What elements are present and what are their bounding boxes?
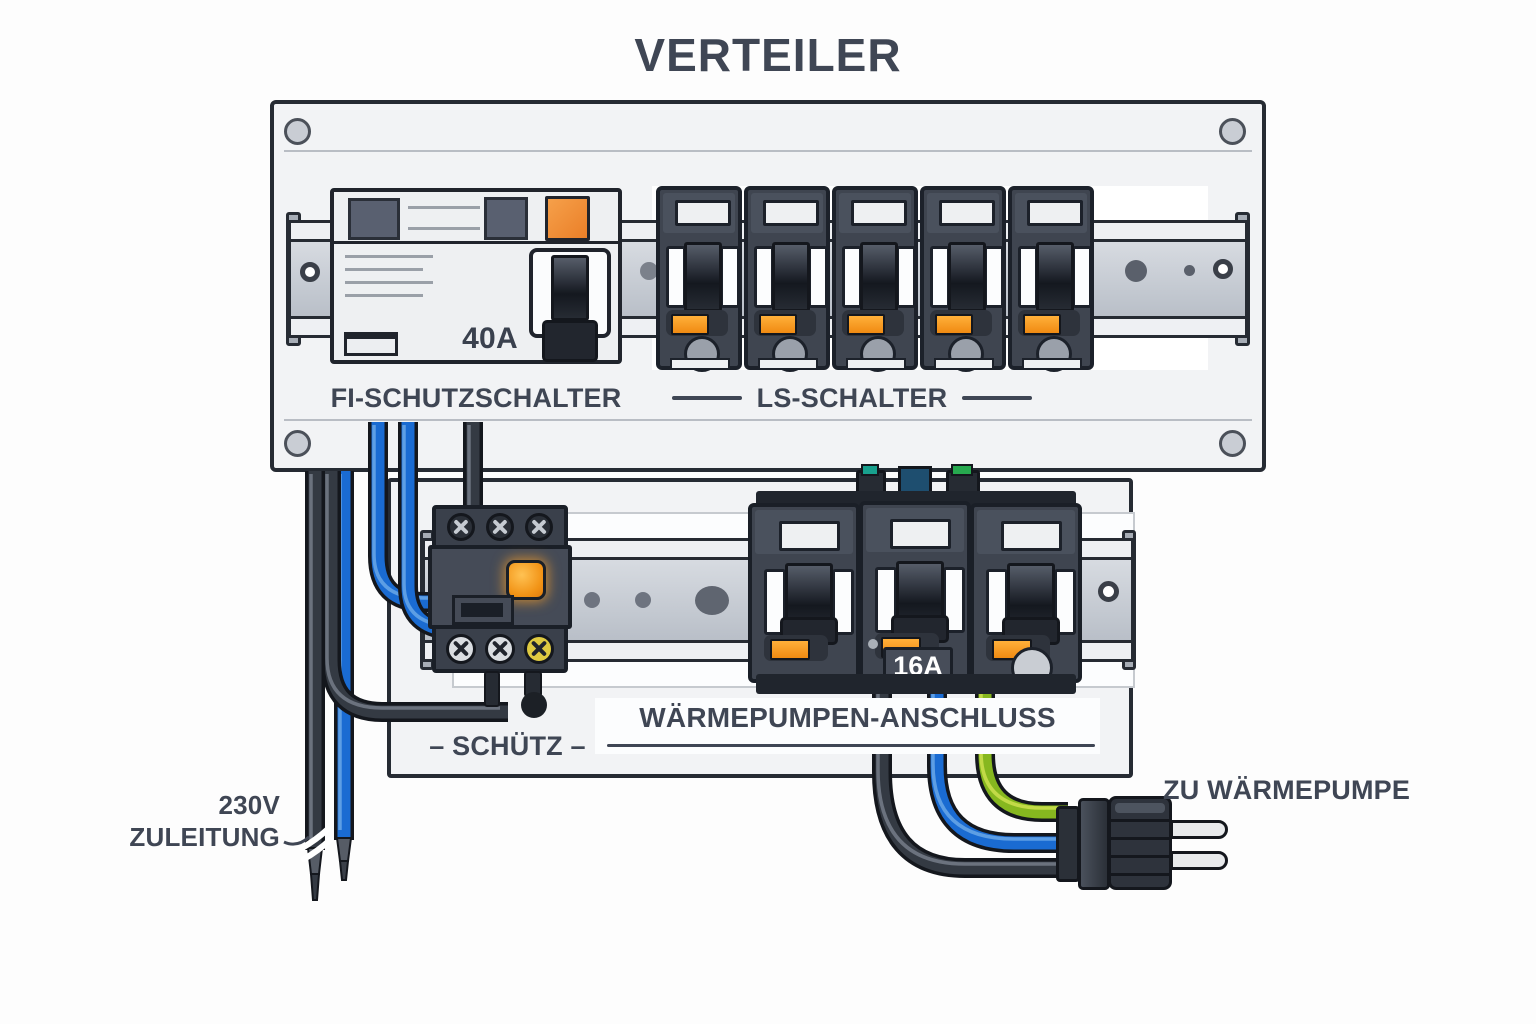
wp-block-bottom-bar xyxy=(756,674,1076,694)
wire-black-supply xyxy=(305,471,325,901)
breaker-toggle xyxy=(684,242,722,312)
terminal-screw-icon xyxy=(485,634,515,664)
fi-window xyxy=(484,197,528,240)
breaker-toggle xyxy=(1036,242,1074,312)
plug-prong xyxy=(1170,851,1228,870)
to-heat-pump-label: ZU WÄRMEPUMPE xyxy=(1163,775,1411,805)
rail-hole xyxy=(635,592,651,608)
schuetz-slot-inner xyxy=(461,603,503,617)
wp-module-1 xyxy=(748,503,860,683)
fi-test-button xyxy=(545,196,590,241)
fi-window xyxy=(348,198,400,240)
breaker-toggle xyxy=(948,242,986,312)
status-dot xyxy=(868,639,878,649)
terminal-screw-icon xyxy=(486,513,514,541)
panel-trim-line xyxy=(284,150,1252,152)
schuetz-label: – SCHÜTZ – xyxy=(429,731,586,761)
orange-indicator xyxy=(770,639,810,660)
corner-screw-icon xyxy=(1219,430,1246,457)
label-dash xyxy=(672,396,742,400)
breaker-toggle xyxy=(772,242,810,312)
supply-label-line2: ZULEITUNG xyxy=(129,822,280,852)
fi-din-clip xyxy=(344,332,398,356)
ground-screw-icon xyxy=(524,634,554,664)
fi-print-line xyxy=(345,268,423,271)
corner-screw-icon xyxy=(284,430,311,457)
ls-breaker-4 xyxy=(920,186,1006,372)
rail-hole xyxy=(640,262,658,280)
wire-blue-to-contactor-1 xyxy=(368,422,458,612)
plug-body xyxy=(1108,796,1172,890)
fi-toggle-switch xyxy=(551,255,589,321)
fi-divider xyxy=(333,241,619,244)
ls-breaker-3 xyxy=(832,186,918,372)
rail-hole xyxy=(300,262,320,282)
fi-rating: 40A xyxy=(462,322,518,355)
page-title: VERTEILER xyxy=(634,29,902,81)
rail-hole xyxy=(1184,265,1195,276)
rail-hole xyxy=(1125,260,1147,282)
orange-indicator xyxy=(847,314,885,335)
terminal-screw-icon xyxy=(446,634,476,664)
schuetz-indicator-lamp xyxy=(506,560,546,600)
terminal-screw-icon xyxy=(447,513,475,541)
schuetz-pin-tip xyxy=(521,692,547,718)
wp-top-pin-cap-teal xyxy=(861,464,879,476)
fi-print-line xyxy=(345,281,433,284)
plug-prong xyxy=(1170,820,1228,839)
orange-indicator xyxy=(671,314,709,335)
wire-black-elbow xyxy=(321,471,508,722)
rail-hole xyxy=(584,592,600,608)
fi-print-line xyxy=(345,255,433,258)
label-dash xyxy=(962,396,1032,400)
wp-module-2: 16A xyxy=(859,501,971,685)
terminal-screw-icon xyxy=(525,513,553,541)
wire-blue-to-plug xyxy=(927,686,1068,853)
wire-green-yellow-to-plug xyxy=(975,686,1068,822)
rail-hole xyxy=(695,586,729,615)
fi-print-line xyxy=(408,227,480,230)
rail-hole xyxy=(1098,581,1119,602)
wp-anschluss-label: WÄRMEPUMPEN-ANSCHLUSS xyxy=(639,702,1056,733)
wp-underline xyxy=(607,744,1095,747)
fi-toggle-handle xyxy=(542,320,598,362)
supply-label-line1: 230V xyxy=(218,790,280,820)
panel-trim-line xyxy=(284,419,1252,421)
ls-breaker-2 xyxy=(744,186,830,372)
corner-screw-icon xyxy=(284,118,311,145)
orange-indicator xyxy=(935,314,973,335)
ls-schalter-label: LS-SCHALTER xyxy=(756,383,948,413)
wire-black-to-contactor xyxy=(463,422,483,512)
wire-black-to-plug xyxy=(872,686,1068,878)
ls-breaker-5 xyxy=(1008,186,1094,372)
rail-hole xyxy=(1213,259,1233,279)
fi-schutzschalter-label: FI-SCHUTZSCHALTER xyxy=(330,383,622,413)
orange-indicator xyxy=(1023,314,1061,335)
corner-screw-icon xyxy=(1219,118,1246,145)
wp-top-pin-cap-green xyxy=(951,464,973,476)
ls-breaker-1 xyxy=(656,186,742,372)
fi-print-line xyxy=(408,206,480,209)
plug-collar xyxy=(1056,806,1080,882)
schuetz-pin xyxy=(484,671,500,707)
orange-indicator xyxy=(759,314,797,335)
fi-print-line xyxy=(345,294,423,297)
